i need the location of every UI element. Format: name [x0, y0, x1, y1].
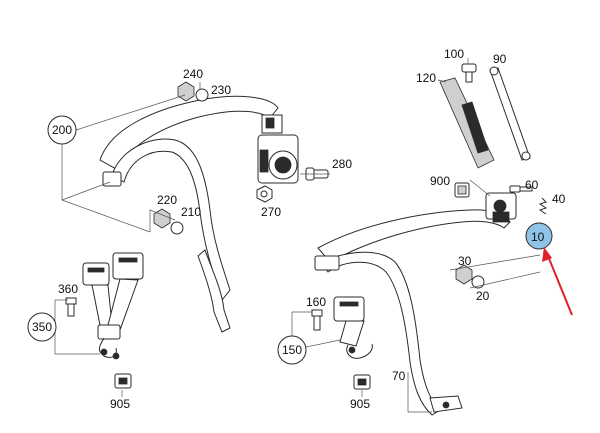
buckle-right-stalk: [339, 320, 365, 347]
nut-240: [177, 81, 195, 102]
bracket-350: [54, 300, 100, 355]
wire-harness-left-plug-2: [112, 352, 120, 360]
label-350: 350: [32, 320, 52, 334]
buckle-right-slot: [339, 301, 359, 307]
cap-210: [170, 221, 184, 235]
height-adjuster-120: [439, 77, 495, 169]
label-905-right: 905: [350, 397, 370, 411]
label-60: 60: [525, 178, 539, 192]
belt-guide-right: [314, 255, 340, 271]
buckle-left-base: [97, 324, 121, 340]
label-150: 150: [282, 343, 302, 357]
bolt-360-shaft: [67, 303, 75, 317]
leader-30: [449, 254, 541, 271]
leader-200-tab: [61, 181, 111, 201]
label-70: 70: [392, 369, 406, 383]
red-pointer-arrow: [542, 247, 573, 316]
label-90: 90: [493, 52, 507, 66]
leader-900: [469, 179, 491, 197]
belt-retractor: [257, 114, 299, 184]
screw-100-shaft: [465, 71, 473, 83]
callout-circle-150: [277, 335, 307, 365]
nut-220: [153, 208, 171, 229]
label-270: 270: [261, 205, 281, 219]
label-280: 280: [332, 157, 352, 171]
label-160: 160: [306, 295, 326, 309]
rear-belt-assembly-left: [61, 81, 330, 333]
bolt-160-shaft: [313, 315, 321, 331]
label-100: 100: [444, 47, 464, 61]
wire-harness-right: [346, 343, 373, 359]
cap-230: [195, 88, 209, 102]
wire-harness-left-plug: [100, 348, 108, 356]
red-arrow-line: [547, 255, 573, 316]
callout-labels: 240 230 200 280 220 210 270 100 90 120 9…: [27, 47, 566, 411]
leader-220-210: [149, 209, 176, 232]
bolt-360-head: [65, 297, 77, 305]
nut-270-hole: [260, 190, 268, 198]
nut-30: [455, 264, 473, 285]
callout-circle-200: [47, 115, 77, 145]
buckle-left-1-slot: [87, 267, 105, 273]
bolt-60-shaft: [519, 186, 533, 192]
label-40: 40: [552, 192, 566, 206]
buckle-left-2-slot: [118, 257, 138, 263]
label-240: 240: [183, 67, 203, 81]
belt-strap-hanging: [197, 249, 231, 333]
spring-40: [538, 197, 548, 215]
belt-strap-lower: [111, 138, 231, 302]
connector-905-right-pin: [357, 378, 367, 386]
callout-circle-10-highlight: [525, 222, 553, 250]
anchor-plate-70-hole: [442, 401, 450, 409]
callout-circle-350: [27, 312, 57, 342]
leader-200-top: [75, 94, 186, 131]
label-210: 210: [181, 205, 201, 219]
buckle-left-1: [82, 262, 110, 286]
label-200: 200: [52, 123, 72, 137]
cap-20: [471, 275, 485, 289]
label-120: 120: [416, 71, 436, 85]
buckle-left-stalk-2: [107, 278, 139, 331]
bolt-60-head: [509, 185, 521, 193]
connector-905-left-pin: [118, 377, 128, 385]
label-20: 20: [476, 289, 490, 303]
label-900: 900: [430, 174, 450, 188]
belt-tensioner-10-body: [492, 211, 510, 223]
leader-120: [437, 79, 447, 83]
height-adjuster-120-slot: [461, 101, 489, 154]
belt-strap-right-lower: [319, 251, 441, 416]
front-belt-assembly-right: [314, 179, 548, 416]
red-arrow-head: [542, 247, 552, 262]
belt-tensioner-10-hub: [493, 199, 507, 213]
rail-90-bottom-hole: [521, 151, 531, 161]
rail-90-top-hole: [489, 66, 499, 76]
belt-end-tab: [102, 171, 122, 187]
buckle-left-stalk-1: [91, 284, 113, 326]
bolt-160-head: [311, 309, 323, 317]
clip-900-inner: [457, 185, 467, 195]
buckle-assembly-left: [54, 252, 144, 397]
label-230: 230: [211, 83, 231, 97]
rail-90: [489, 67, 531, 161]
label-905-left: 905: [110, 397, 130, 411]
upper-trim-parts: [437, 58, 531, 169]
label-10: 10: [531, 230, 545, 244]
wire-harness-right-plug: [348, 346, 356, 354]
buckle-left-2: [112, 252, 144, 280]
leader-20: [469, 271, 541, 289]
label-360: 360: [58, 282, 78, 296]
label-220: 220: [157, 193, 177, 207]
leader-70: [407, 372, 432, 413]
screw-100-head: [461, 63, 477, 73]
buckle-right: [333, 296, 365, 322]
label-30: 30: [458, 254, 472, 268]
